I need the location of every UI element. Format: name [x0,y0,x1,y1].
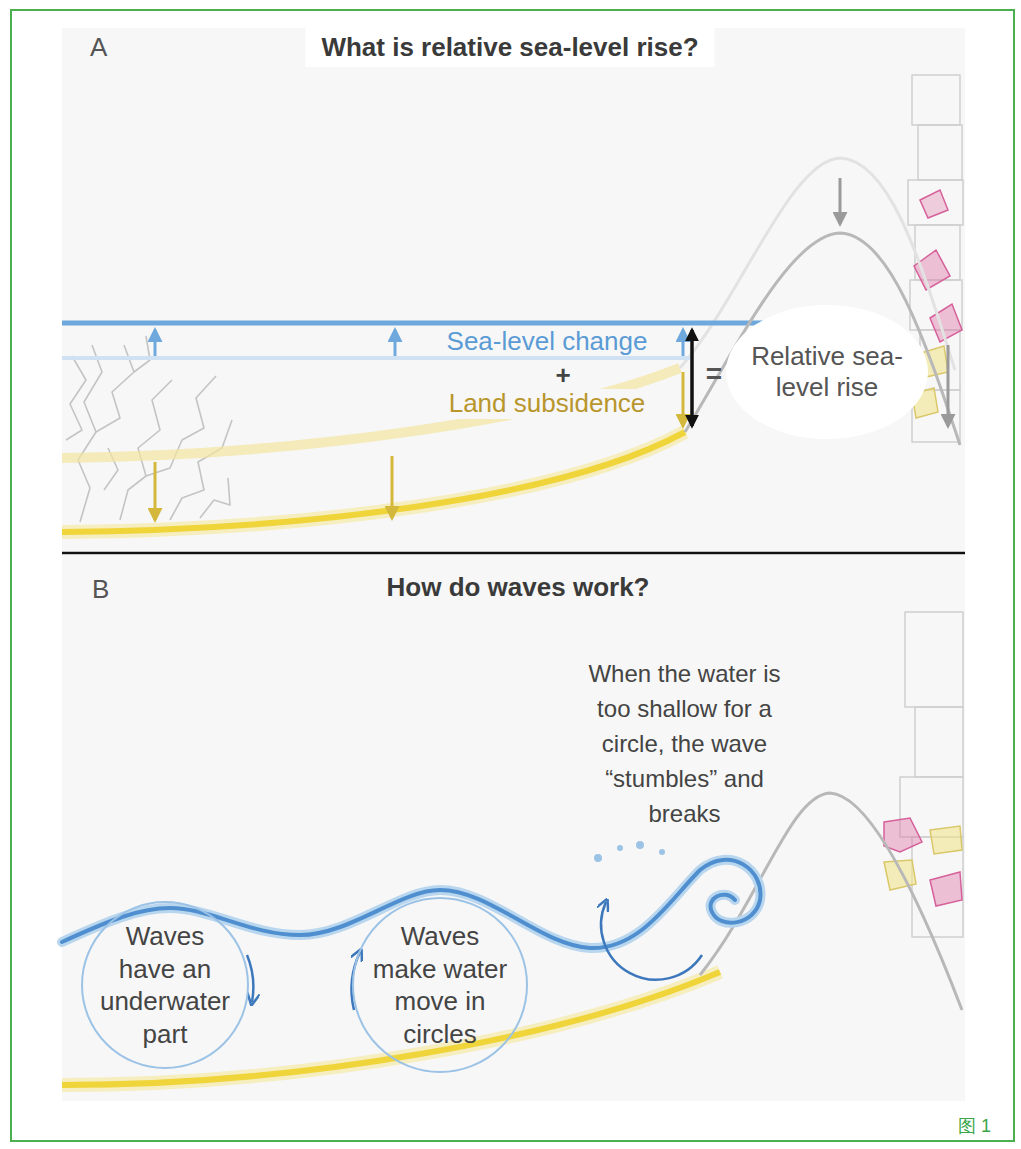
wave-circle-outline [353,898,527,1072]
node-text: Relative sea-level rise [742,341,912,403]
wave-circle: Waves have an underwater part [81,901,249,1069]
node-text: Waves have an underwater part [95,920,235,1050]
buildings-part [918,125,962,180]
wave-circle: Waves make water move in circles [352,897,528,1073]
figure-number: 图 1 [958,1116,991,1138]
change-arrows-part [947,345,950,426]
panel-letter: A [90,32,107,63]
buildings-part [930,826,962,854]
change-arrows [155,178,948,520]
coral-part [66,356,86,440]
coral [66,336,232,522]
buildings-part [884,818,922,852]
old-coast-part [62,356,690,360]
node-text-group: Relative sea-level rise [742,341,912,403]
wave-part [659,849,665,855]
coral-part [170,420,232,520]
panel-title: How do waves work? [387,572,650,603]
buildings-part [930,872,962,906]
old-coast-part [62,368,680,458]
subsidence-label: Land subsidence [446,389,649,419]
coral-part [200,478,230,518]
frame-part [62,28,965,552]
frame-part [11,10,1014,1141]
change-arrows-part [154,330,157,356]
new-coast-part [62,432,685,532]
relative-rise-bubble: Relative sea-level rise [725,304,929,440]
old-coast [62,158,955,458]
node-text-group: Waves make water move in circles [370,920,510,1050]
panel-divider [62,553,965,554]
equals-sign: = [706,358,722,390]
buildings [884,612,963,937]
new-coast-part [62,321,770,326]
wave-note: When the water is too shallow for a circ… [577,656,792,831]
change-arrows-part [154,462,157,520]
node-text: Waves make water move in circles [370,920,510,1050]
buildings-part [914,250,950,290]
node-text-group: Waves have an underwater part [95,920,235,1050]
coral-part [134,336,150,372]
panel-title: What is relative sea-level rise? [305,28,714,67]
panel-letter: B [92,574,109,605]
plus-sign: + [555,361,570,391]
relative-rise-bubble-outline [726,305,928,439]
change-arrows-part [690,330,694,426]
change-arrows-part [682,330,685,356]
wave-part [617,845,623,851]
buildings-part [905,612,963,707]
new-coast-part [685,233,960,445]
wave-part [594,854,602,862]
change-arrows-part [391,456,394,518]
change-arrows-part [839,178,842,224]
buildings-part [908,180,963,225]
coral-part [146,376,216,476]
change-arrows-part [394,330,397,356]
change-arrows-part [682,372,685,426]
beach [62,793,962,1085]
new-coast [62,233,960,532]
sea-level-label: Sea-level change [447,327,648,357]
buildings-part [915,707,963,777]
buildings-part [912,75,960,125]
motion-arrows-part [601,902,702,980]
frame [11,10,1014,1141]
wave-circle-outline [82,902,248,1068]
wave-part [636,841,644,849]
buildings-part [920,190,948,218]
new-coast-part [62,432,685,532]
frame-part [62,555,965,1101]
panel-divider-part [62,552,965,555]
buildings-part [884,860,916,890]
